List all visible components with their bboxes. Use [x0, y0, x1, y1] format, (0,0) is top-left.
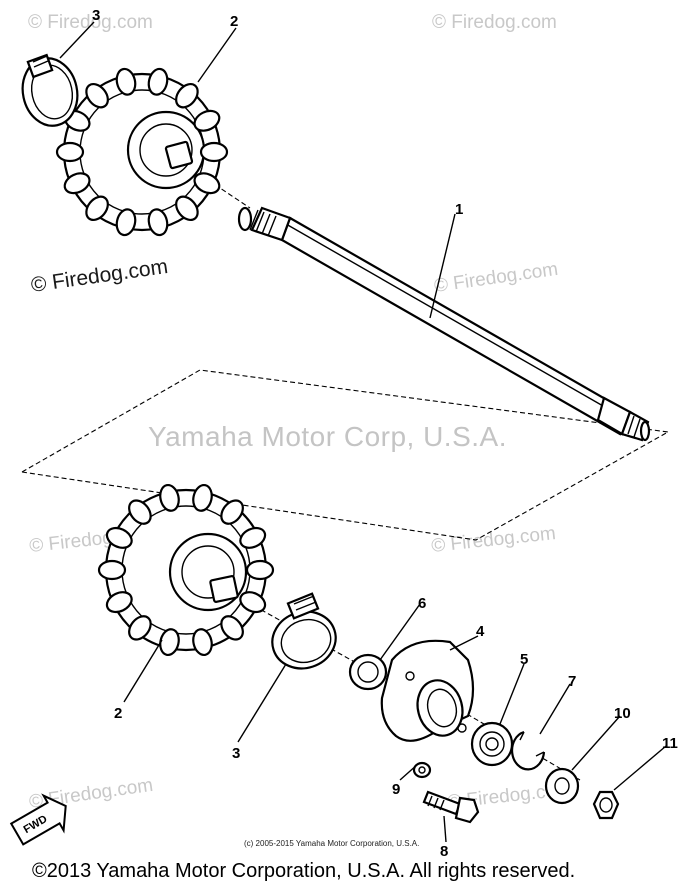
watermark-top-left: © Firedog.com: [28, 12, 153, 33]
callout-11: 11: [662, 735, 678, 752]
circlip: [510, 730, 546, 771]
sprocket-tooth: [175, 195, 199, 222]
sprocket-tooth: [128, 615, 152, 641]
sprocket-tooth: [97, 559, 127, 581]
watermark-dark-left: © Firedog.com: [29, 255, 169, 297]
callout-8: 8: [440, 843, 448, 860]
sprocket-tooth: [175, 82, 199, 109]
hose-clamp-lower: [271, 592, 337, 670]
bearing: [470, 721, 514, 767]
sprocket-tooth: [220, 499, 244, 525]
sprocket-tooth: [105, 591, 133, 614]
callout-3-bottom: 3: [232, 745, 240, 762]
sprocket-tooth: [85, 195, 109, 222]
sprocket-tooth: [147, 67, 169, 96]
watermark-top-right: © Firedog.com: [432, 12, 557, 33]
sprocket-tooth: [159, 483, 180, 512]
callout-9: 9: [392, 781, 400, 798]
sprocket-tooth: [193, 172, 221, 195]
sprocket-tooth: [199, 141, 229, 163]
sprocket-tooth: [55, 141, 85, 163]
hex-nut: [592, 790, 620, 820]
callout-2-bottom: 2: [114, 705, 122, 722]
callout-4: 4: [476, 623, 485, 640]
sprocket-upper: [55, 67, 229, 237]
washer: [544, 767, 580, 805]
sprocket-lower: [97, 483, 275, 657]
sprocket-tooth: [239, 591, 267, 614]
sprocket-tooth: [128, 499, 152, 525]
fwd-arrow-icon: FWD: [9, 793, 67, 846]
callout-1: 1: [455, 201, 463, 218]
callout-7: 7: [568, 673, 576, 690]
sprocket-tooth: [192, 628, 213, 657]
bearing-housing: [380, 639, 475, 742]
sprocket-tooth: [63, 172, 91, 195]
callout-2-top: 2: [230, 13, 238, 30]
sprocket-tooth: [220, 615, 244, 641]
sprocket-tooth: [105, 526, 133, 549]
sprocket-tooth: [245, 559, 275, 581]
callout-6: 6: [418, 595, 426, 612]
sprocket-tooth: [159, 628, 180, 657]
sprocket-tooth: [115, 208, 137, 237]
sprocket-tooth: [115, 67, 137, 96]
sprocket-tooth: [147, 208, 169, 237]
assembly-plane-upper: [21, 369, 669, 473]
small-copyright: (c) 2005-2015 Yamaha Motor Corporation, …: [244, 839, 419, 848]
watermark-lower-right: © Firedog.com: [430, 523, 556, 557]
sprocket-tooth: [85, 82, 109, 109]
sprocket-tooth: [192, 483, 213, 512]
axis-centerline-top: [174, 157, 251, 209]
oil-seal: [348, 653, 388, 691]
callout-5: 5: [520, 651, 528, 668]
hose-clamp-upper: [21, 53, 79, 127]
watermark-mid-right: © Firedog.com: [433, 259, 560, 297]
leader-lines: [59, 21, 667, 843]
drive-shaft: [237, 206, 651, 442]
bolt: [422, 790, 480, 824]
watermark-center: Yamaha Motor Corp, U.S.A.: [148, 421, 507, 452]
lock-washer: [412, 761, 432, 779]
sprocket-tooth: [193, 109, 221, 132]
sprocket-tooth: [239, 526, 267, 549]
footer-copyright: ©2013 Yamaha Motor Corporation, U.S.A. A…: [32, 860, 575, 882]
callout-10: 10: [614, 705, 631, 722]
callout-3-top: 3: [92, 7, 100, 24]
